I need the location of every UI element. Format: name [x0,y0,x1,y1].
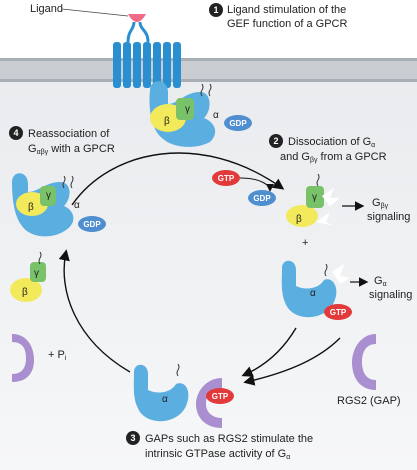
free-beta-gamma-left [10,251,46,302]
gamma-label-released: γ [312,192,317,203]
rgs2-right [352,334,376,390]
gtp-label-released: GTP [330,308,347,317]
step1-line2: GEF function of a GPCR [227,18,347,30]
alpha-label-step3: α [162,394,168,405]
ligand-leader-line [61,8,129,17]
beta-label-released: β [296,214,302,225]
ligand-label: Ligand [30,3,63,15]
gbg-signaling-label-2: signaling [367,211,410,223]
beta-label-top: β [164,116,170,127]
step2-badge [269,134,283,148]
gbg-signaling-label-1: Gβγ [372,197,389,210]
gpcr-receptor [113,21,181,88]
step3-line1: GAPs such as RGS2 stimulate the [145,433,313,445]
alpha-label-step4: α [74,200,80,211]
alpha-label-released: α [310,288,316,299]
step2-line1: Dissociation of Gα [288,136,375,149]
step3-badge [126,431,140,445]
step1-badge [209,3,223,17]
step4-number: 4 [13,128,18,138]
beta-label-free-left: β [22,287,28,298]
gdp-label-top: GDP [229,119,247,128]
gtp-molecule-exchange [212,170,240,186]
ligand-icon [128,14,146,22]
plus-sign: + [302,237,308,249]
cell-membrane [0,58,417,82]
pi-label: + Pi [48,349,67,362]
released-beta-gamma [286,173,340,227]
ga-signaling-label-1: Gα [374,275,387,288]
gamma-label-free-left: γ [34,268,39,279]
beta-label-step4: β [28,202,34,213]
gtp-label-step3: GTP [212,392,229,401]
step4-badge [9,126,23,140]
step2-line2: and Gβγ from a GPCR [280,151,387,164]
exchange-arrow [239,177,274,192]
gdp-label-step4: GDP [83,220,101,229]
ga-signaling-label-2: signaling [369,289,412,301]
gdp-molecule-released [248,190,276,206]
rgs2-label: RGS2 (GAP) [337,395,401,407]
gtp-label-exchange: GTP [218,174,235,183]
heterotrimer-top [149,81,252,147]
step2-number: 2 [273,136,278,146]
gdp-label-released: GDP [253,194,271,203]
step3-number: 3 [130,433,135,443]
alpha-label-top: α [213,110,219,121]
step1-line1: Ligand stimulation of the [227,4,346,16]
step1-number: 1 [213,5,218,15]
step3-line2: intrinsic GTPase activity of Gα [145,448,290,461]
released-g-alpha [281,260,352,320]
step4-line2: Gαβγ with a GPCR [28,143,115,156]
gamma-label-top: γ [185,104,190,115]
rgs2-left [12,334,34,382]
cycle-arrows [58,152,341,386]
step4-line1: Reassociation of [28,128,110,140]
gamma-label-step4: γ [46,190,51,201]
heterotrimer-reassociated [12,173,106,237]
g-alpha-rgs2-complex [133,363,234,428]
